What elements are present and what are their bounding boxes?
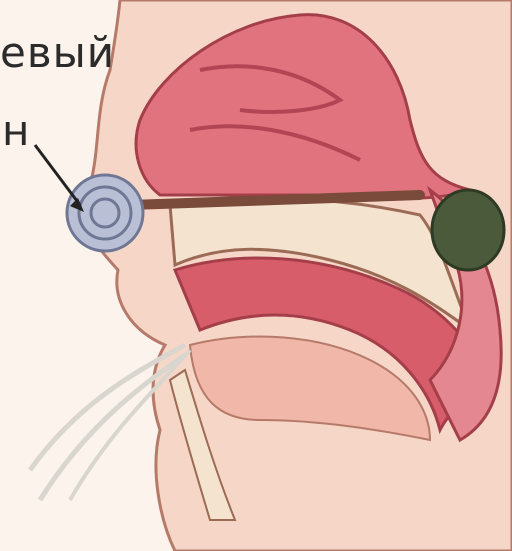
- label-pointer: [35, 145, 80, 205]
- posterior-tampon: [432, 190, 504, 270]
- diagram-label-line-2: н: [2, 110, 30, 152]
- diagram-label-line-1: евый: [0, 32, 115, 74]
